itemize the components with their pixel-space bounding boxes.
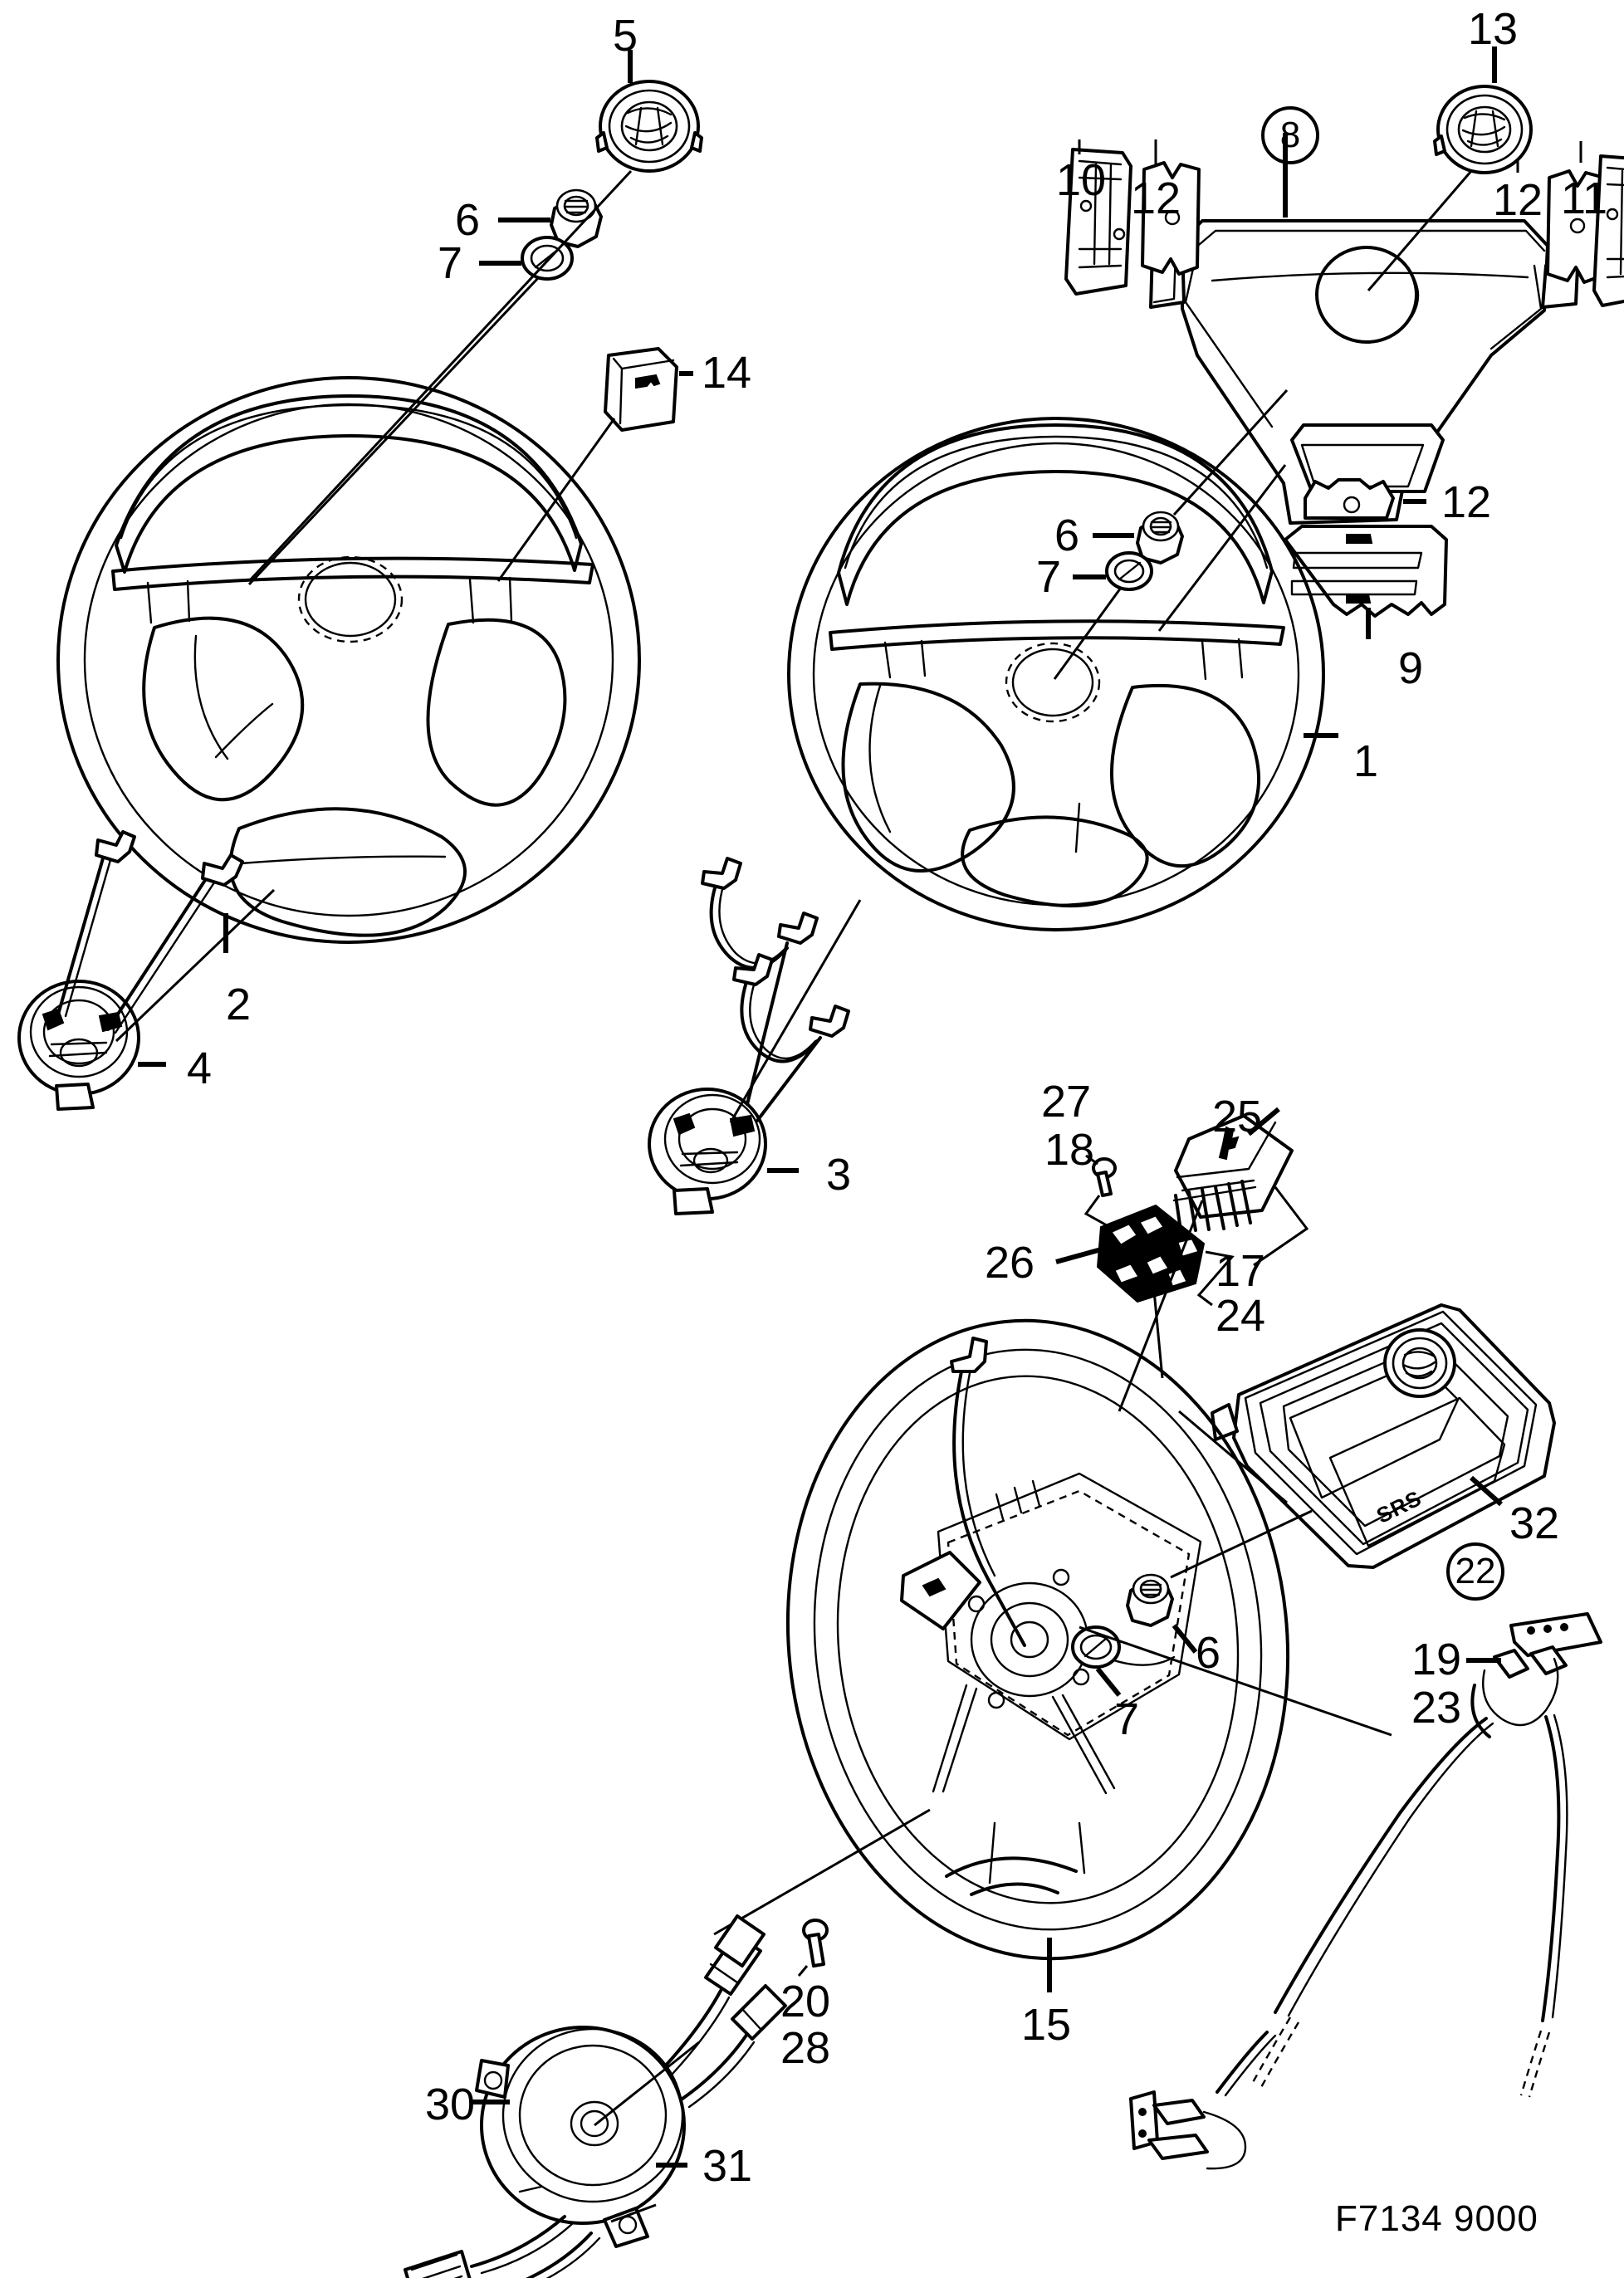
callout-6-centre: 6: [1054, 511, 1080, 560]
clip-12-left: [1141, 161, 1201, 276]
contact-unit-4: [17, 980, 140, 1111]
switch-blank-14: [604, 347, 678, 432]
connector-block-26: [1096, 1204, 1206, 1303]
callout-13: 13: [1468, 4, 1519, 54]
callout-10: 10: [1056, 155, 1107, 205]
steering-wheel-three-spoke-1: [787, 417, 1325, 931]
insert-10: [1064, 148, 1132, 296]
callout-32: 32: [1509, 1498, 1560, 1548]
callout-7-centre: 7: [1036, 552, 1062, 602]
callout-12-right: 12: [1493, 175, 1543, 225]
callout-27: 27: [1041, 1077, 1092, 1127]
washer-7-centre: [1105, 551, 1153, 591]
callout-28: 28: [780, 2023, 831, 2073]
lower-trim-9: [1284, 525, 1448, 618]
drawing-number: F7134 9000: [1335, 2198, 1538, 2239]
contact-unit-3: [648, 1088, 767, 1215]
callout-7-bottom: 7: [1114, 1694, 1140, 1744]
callout-8: 8: [1261, 106, 1319, 164]
callout-12-bottom: 12: [1441, 477, 1492, 527]
callout-9: 9: [1398, 643, 1424, 693]
callout-6-top: 6: [455, 195, 481, 245]
callout-2: 2: [226, 980, 252, 1029]
wire-leads-left: [56, 830, 244, 1034]
callout-3: 3: [826, 1150, 852, 1200]
callout-22: 22: [1446, 1542, 1504, 1601]
screw-20-28: [802, 1919, 829, 1968]
wire-leads-centre: [701, 857, 850, 1122]
callout-25: 25: [1212, 1092, 1263, 1141]
contact-reel-30: [404, 1914, 787, 2278]
callout-6-bottom: 6: [1196, 1628, 1221, 1678]
insert-11: [1592, 154, 1624, 307]
callout-23: 23: [1411, 1683, 1462, 1733]
steering-wheel-two-spoke-2: [56, 376, 641, 944]
centre-pad-8: [1149, 219, 1579, 525]
nut-6-top: [550, 188, 603, 248]
clip-12-bottom: [1304, 478, 1395, 520]
nut-6-bottom: [1126, 1573, 1174, 1627]
horn-emblem-badge-13: [1433, 85, 1533, 174]
callout-14: 14: [702, 348, 752, 398]
screw-18: [1092, 1157, 1117, 1197]
lead-26: [1055, 1246, 1105, 1264]
callout-11: 11: [1561, 174, 1608, 223]
callout-20: 20: [780, 1977, 831, 2026]
lead-32: [1470, 1475, 1503, 1507]
callout-31: 31: [702, 2141, 753, 2191]
connector-bracket: [1129, 2031, 1277, 2170]
callout-26: 26: [985, 1238, 1035, 1288]
nut-6-centre: [1136, 511, 1184, 565]
callout-4: 4: [187, 1044, 213, 1093]
callout-19: 19: [1411, 1635, 1462, 1684]
callout-17: 17: [1216, 1246, 1266, 1296]
harness-19-23: [1250, 1612, 1602, 2098]
callout-12-left: 12: [1131, 174, 1181, 223]
callout-5: 5: [613, 11, 638, 61]
hub-armature: [918, 1472, 1202, 1795]
horn-emblem-badge-5: [595, 80, 703, 173]
callout-15: 15: [1021, 2000, 1072, 2050]
lead-25: [1247, 1107, 1280, 1137]
steering-wheel-airbag-type-15: [785, 1318, 1290, 1961]
callout-7-top: 7: [438, 238, 463, 288]
callout-24: 24: [1216, 1291, 1266, 1341]
callout-1: 1: [1353, 736, 1379, 786]
connector-housing-25: [1172, 1114, 1294, 1232]
airbag-module-32: [1211, 1303, 1556, 1569]
callout-18: 18: [1044, 1125, 1095, 1175]
callout-30: 30: [425, 2080, 476, 2129]
